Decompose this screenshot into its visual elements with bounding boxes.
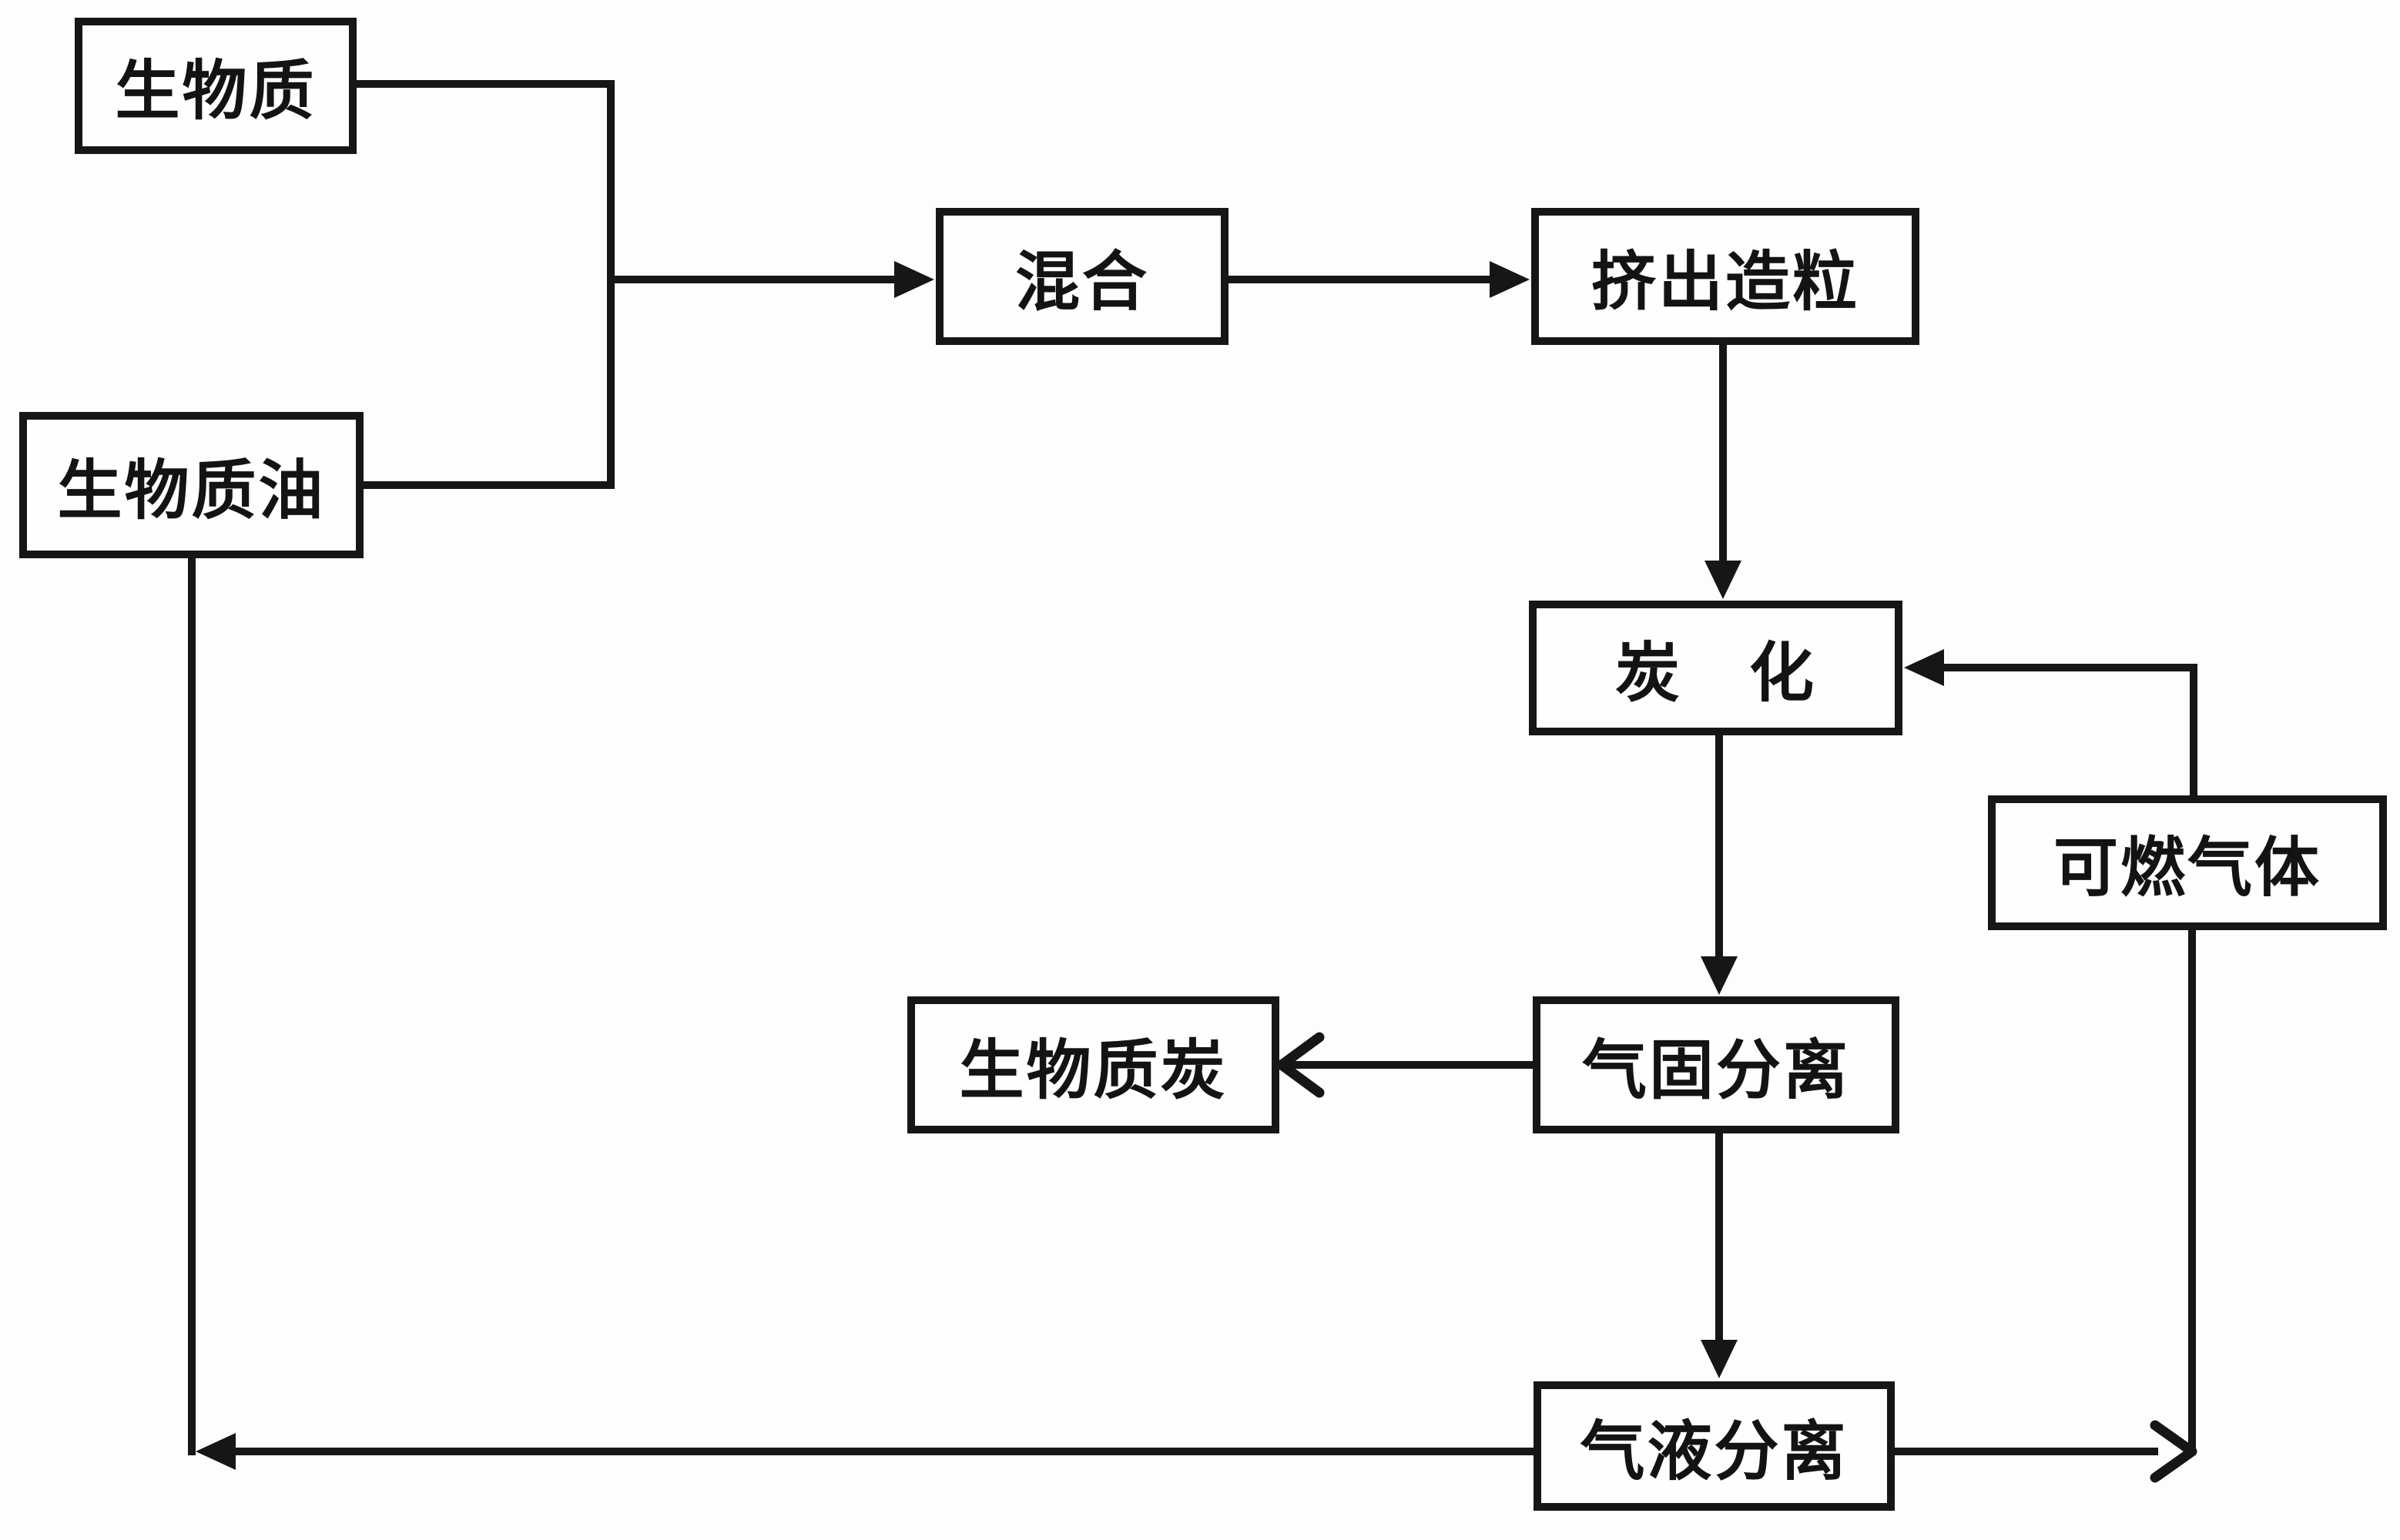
edge-combustible-to-carbonization bbox=[1944, 664, 2197, 795]
node-carbonization: 炭 化 bbox=[1529, 601, 1902, 735]
arrowhead-chevron-toward-combustible bbox=[2150, 1420, 2197, 1483]
arrowhead-into-mixing bbox=[894, 261, 934, 298]
arrowhead-into-gas-solid bbox=[1701, 956, 1738, 995]
node-mixing-label: 混合 bbox=[1014, 243, 1149, 320]
node-biomass-oil-label: 生物质油 bbox=[57, 452, 326, 528]
node-gas-solid-separation: 气固分离 bbox=[1533, 996, 1899, 1133]
node-extrusion-granulation-label: 挤出造粒 bbox=[1591, 243, 1859, 320]
edge-biomass-oil-merge-bracket bbox=[357, 80, 615, 489]
arrowhead-into-carbonization-top bbox=[1704, 561, 1741, 599]
node-biomass-char-label: 生物质炭 bbox=[959, 1032, 1228, 1108]
node-biomass-oil: 生物质油 bbox=[19, 412, 364, 558]
node-gas-liquid-separation: 气液分离 bbox=[1534, 1381, 1895, 1511]
arrowhead-into-extrusion bbox=[1490, 261, 1530, 298]
node-gas-liquid-separation-label: 气液分离 bbox=[1580, 1413, 1849, 1489]
node-combustible-gas-label: 可燃气体 bbox=[2053, 830, 2321, 906]
node-biomass-char: 生物质炭 bbox=[907, 996, 1279, 1133]
node-biomass: 生物质 bbox=[75, 18, 357, 154]
node-carbonization-label: 炭 化 bbox=[1614, 635, 1816, 711]
node-combustible-gas: 可燃气体 bbox=[1988, 795, 2387, 930]
node-biomass-label: 生物质 bbox=[115, 53, 317, 129]
arrowhead-chevron-into-biomass-char bbox=[1276, 1032, 1325, 1098]
arrowhead-into-carbonization-right bbox=[1904, 649, 1944, 686]
node-gas-solid-separation-label: 气固分离 bbox=[1581, 1032, 1850, 1108]
node-extrusion-granulation: 挤出造粒 bbox=[1531, 208, 1919, 345]
node-mixing: 混合 bbox=[936, 208, 1228, 345]
arrowhead-into-gas-liquid bbox=[1701, 1340, 1738, 1378]
arrowhead-into-oil-return bbox=[196, 1433, 236, 1470]
